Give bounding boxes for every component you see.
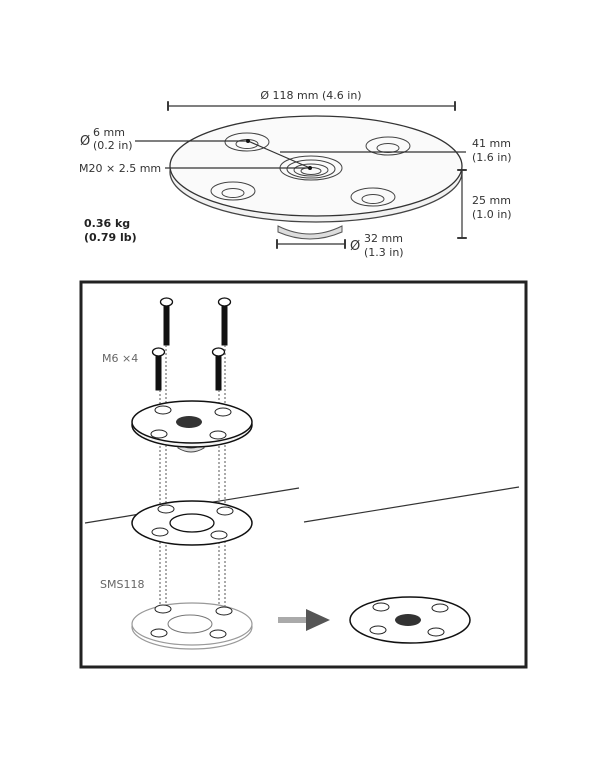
hole-diameter-symbol: Ø xyxy=(80,134,90,149)
thread-label: M20 × 2.5 mm xyxy=(79,162,161,175)
boss-diameter-mm: 32 mm xyxy=(364,232,403,245)
hole-spacing-mm: 41 mm xyxy=(472,137,511,150)
boss-diameter-symbol: Ø xyxy=(350,239,360,254)
dimension-lines xyxy=(135,101,467,249)
arrow-icon xyxy=(278,609,330,631)
installed-mount xyxy=(349,596,471,644)
height-mm: 25 mm xyxy=(472,194,511,207)
hole-diameter-mm: 6 mm xyxy=(93,126,125,139)
screws-label: M6 ×4 xyxy=(102,352,138,365)
weight-kg: 0.36 kg xyxy=(84,217,130,230)
sms118-bracket xyxy=(131,602,253,650)
top-plate-illustration xyxy=(169,115,463,240)
boss-diameter-in: (1.3 in) xyxy=(364,246,404,259)
diameter-label: Ø 118 mm (4.6 in) xyxy=(260,89,361,102)
bracket-label: SMS118 xyxy=(100,578,144,591)
weight-lb: (0.79 lb) xyxy=(84,231,137,244)
mount-plate-exploded xyxy=(131,400,253,453)
hole-spacing-in: (1.6 in) xyxy=(472,151,512,164)
height-in: (1.0 in) xyxy=(472,208,512,221)
ceiling-ring xyxy=(131,500,253,546)
hole-diameter-in: (0.2 in) xyxy=(93,139,133,152)
screws xyxy=(151,297,232,391)
